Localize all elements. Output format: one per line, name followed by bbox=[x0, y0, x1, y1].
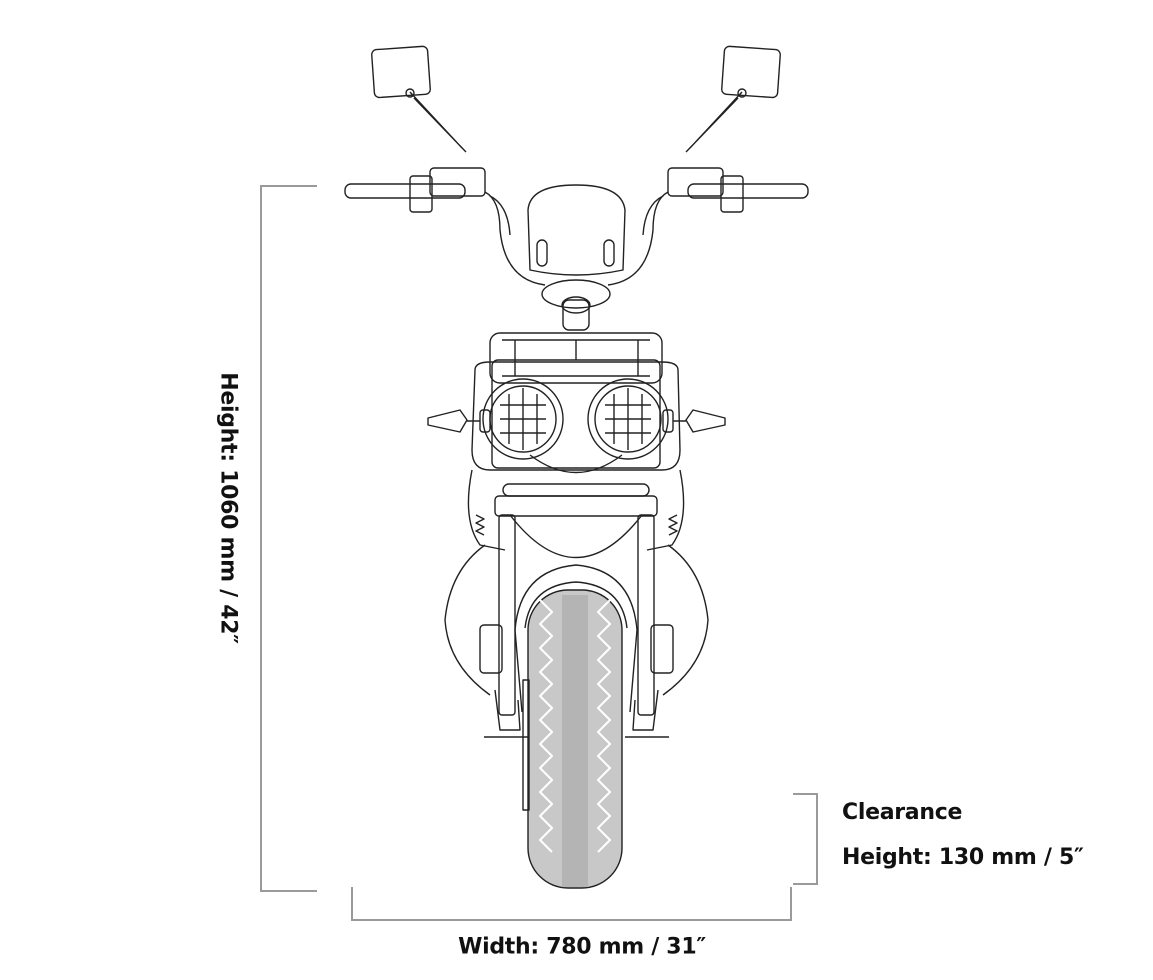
left-mirror bbox=[371, 45, 467, 153]
leg-shield bbox=[444, 514, 709, 696]
front-fork bbox=[479, 514, 674, 811]
handlebar bbox=[344, 167, 809, 286]
clearance-bracket bbox=[793, 793, 818, 885]
scooter bbox=[344, 45, 809, 889]
clearance-height-label: Height: 130 mm / 5″ bbox=[842, 845, 1084, 870]
windscreen bbox=[527, 184, 626, 331]
width-dimension-label: Width: 780 mm / 31″ bbox=[458, 934, 706, 960]
height-bracket bbox=[260, 185, 317, 892]
front-tire bbox=[527, 589, 623, 889]
front-body bbox=[467, 332, 685, 559]
right-mirror bbox=[685, 45, 781, 153]
width-bracket bbox=[351, 887, 792, 921]
dimension-brackets bbox=[260, 185, 818, 921]
turn-signals bbox=[427, 409, 726, 433]
height-dimension-label: Height: 1060 mm / 42″ bbox=[215, 372, 241, 644]
clearance-title: Clearance bbox=[842, 800, 963, 825]
headlights bbox=[479, 378, 674, 460]
front-fender bbox=[514, 564, 638, 713]
